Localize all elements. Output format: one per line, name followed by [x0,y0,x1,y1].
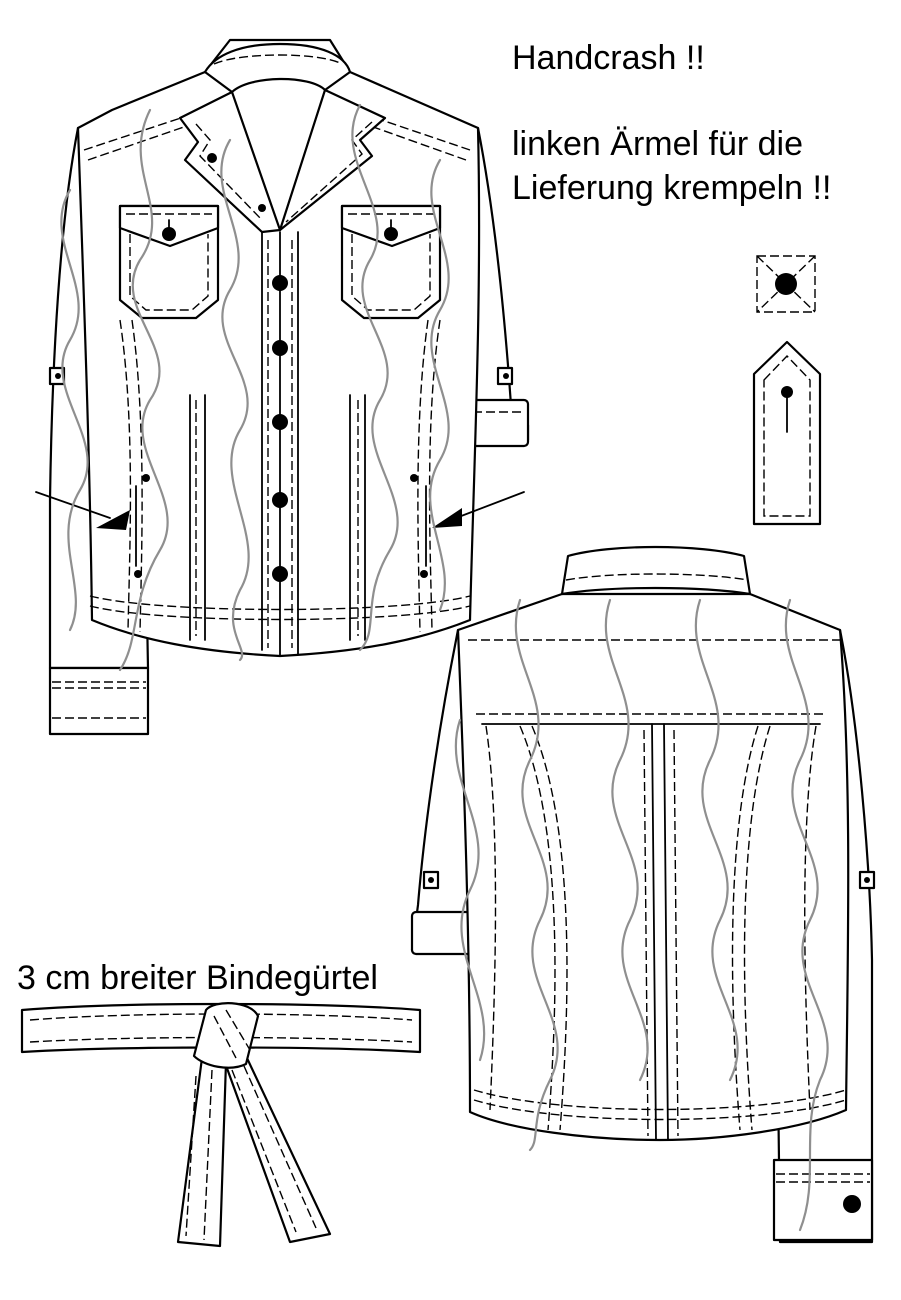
jacket-front-view [35,38,530,736]
front-right-lapel [278,88,387,232]
front-button-3 [272,414,288,430]
handcrash-note: Handcrash !! [512,39,705,77]
belt-tail-right [222,1054,332,1244]
front-left-chest-pocket [118,204,220,320]
wash-effect-back [454,598,829,1232]
tab-detail-icon [752,340,822,526]
jacket-back-view [410,545,876,1244]
front-button-2 [272,340,288,356]
button-detail-icon [756,255,816,313]
sleeve-instruction-line-1: linken Ärmel für die [512,125,804,163]
front-right-chest-pocket [340,204,442,320]
front-button-5 [272,566,288,582]
front-button-4 [272,492,288,508]
sleeve-instruction-line-2: Lieferung krempeln !! [512,169,832,207]
front-button-1 [272,275,288,291]
belt-knot [192,1002,260,1069]
belt-note: 3 cm breiter Bindegürtel [17,959,378,997]
tie-belt [20,1002,422,1248]
belt-loop-marker-left [96,510,130,530]
front-collar [203,42,352,94]
belt-loop-marker-right [432,508,462,528]
belt-tail-left [176,1056,228,1248]
front-left-cuff [48,666,150,736]
wash-effect-front [60,103,450,672]
back-collar [560,545,752,596]
